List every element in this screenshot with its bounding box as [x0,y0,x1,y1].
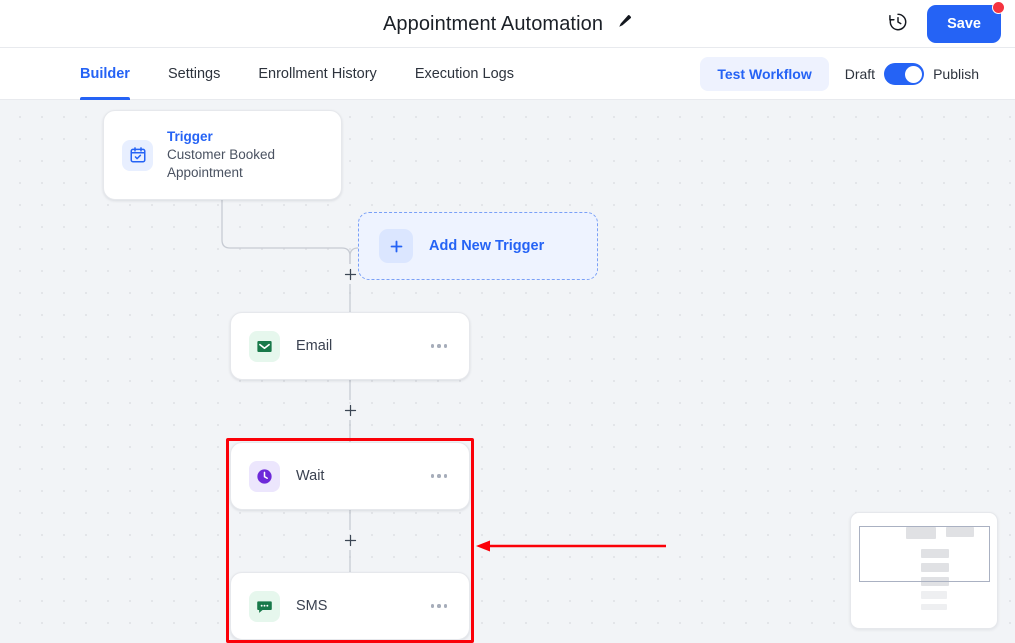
add-step-handle-top[interactable] [340,264,360,284]
add-new-trigger-label: Add New Trigger [429,238,545,254]
tab-settings-label: Settings [167,66,221,82]
trigger-text-block: Trigger Customer Booked Appointment [167,128,297,182]
minimap-node [921,591,947,599]
ellipsis-icon-sms[interactable] [427,600,452,612]
page-title: Appointment Automation [382,12,604,35]
envelope-icon [249,330,280,362]
trigger-card[interactable]: Trigger Customer Booked Appointment [103,110,342,200]
trigger-subtitle: Customer Booked Appointment [167,147,276,180]
publish-label: Publish [933,66,979,82]
minimap-node [906,527,936,539]
chat-bubble-icon [249,590,280,622]
step-label-sms: SMS [296,598,328,614]
step-node-email[interactable]: Email [230,312,470,380]
plus-icon [379,229,413,263]
top-bar: Appointment Automation Save [0,0,1015,48]
add-new-trigger-button[interactable]: Add New Trigger [358,212,598,280]
calendar-check-icon [122,139,153,171]
tab-enrollment-history[interactable]: Enrollment History [258,48,376,100]
add-step-handle-after-wait[interactable] [340,530,360,550]
tab-builder-label: Builder [80,66,130,82]
step-node-wait[interactable]: Wait [230,442,470,510]
test-workflow-button[interactable]: Test Workflow [700,57,829,91]
tab-enrollment-history-label: Enrollment History [258,66,377,82]
tab-bar: Builder Settings Enrollment History Exec… [0,48,1015,100]
tab-execution-logs[interactable]: Execution Logs [415,48,514,100]
toggle-knob [904,65,922,83]
top-bar-actions: Save [887,0,1005,48]
step-label-wait: Wait [296,468,325,484]
trigger-kicker: Trigger [167,129,213,144]
tab-execution-logs-label: Execution Logs [414,66,514,82]
minimap-node [946,527,974,537]
pencil-icon[interactable] [617,14,632,34]
tab-builder[interactable]: Builder [80,48,130,100]
tab-bar-actions: Test Workflow Draft Publish [700,48,979,100]
ellipsis-icon-email[interactable] [427,340,452,352]
tab-settings[interactable]: Settings [168,48,220,100]
step-node-sms[interactable]: SMS [230,572,470,640]
save-button[interactable]: Save [927,1,1005,43]
minimap-viewport[interactable] [859,526,990,582]
save-notification-badge [992,1,1005,14]
save-button-label: Save [947,16,981,32]
minimap-node [921,563,949,572]
step-label-email: Email [296,338,333,354]
clock-history-icon[interactable] [887,11,909,38]
draft-publish-toggle-group: Draft Publish [845,63,979,85]
minimap-node [921,604,947,610]
publish-toggle[interactable] [884,63,925,85]
workflow-minimap[interactable] [850,512,998,629]
add-step-handle-after-email[interactable] [340,400,360,420]
title-area: Appointment Automation [0,0,1015,48]
minimap-node [921,549,949,558]
draft-label: Draft [844,66,876,82]
workflow-canvas[interactable]: Trigger Customer Booked Appointment Add … [0,100,1015,643]
tab-list: Builder Settings Enrollment History Exec… [80,48,514,100]
ellipsis-icon-wait[interactable] [427,470,452,482]
clock-icon [249,460,280,492]
